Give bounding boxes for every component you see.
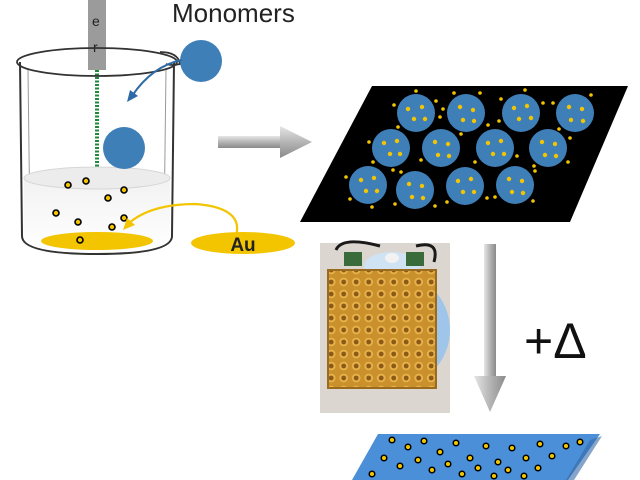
vertical-process-arrow <box>474 244 506 412</box>
monomer-pour-arrow <box>131 59 183 97</box>
heat-label: +Δ <box>524 313 587 369</box>
heater-plate-photo <box>320 240 450 413</box>
gold-pool <box>41 232 153 250</box>
composite-film <box>352 434 602 480</box>
polymer-coated-particles <box>344 88 594 209</box>
electrode: e r <box>88 0 106 242</box>
beaker-icon <box>16 47 182 256</box>
gold-nanoparticles-solution <box>52 177 128 244</box>
monomer-sphere-top <box>180 40 222 82</box>
horizontal-process-arrow <box>218 126 312 158</box>
monomers-label: Monomers <box>172 0 295 28</box>
electrode-letter-r: r <box>93 39 98 55</box>
electrode-letter-e: e <box>92 13 100 29</box>
monomer-sphere-inside <box>103 127 145 169</box>
gold-label: Au <box>230 235 255 256</box>
gold-ellipse <box>191 232 295 254</box>
solution-surface <box>23 166 171 190</box>
gold-addition-arrow <box>127 202 239 237</box>
